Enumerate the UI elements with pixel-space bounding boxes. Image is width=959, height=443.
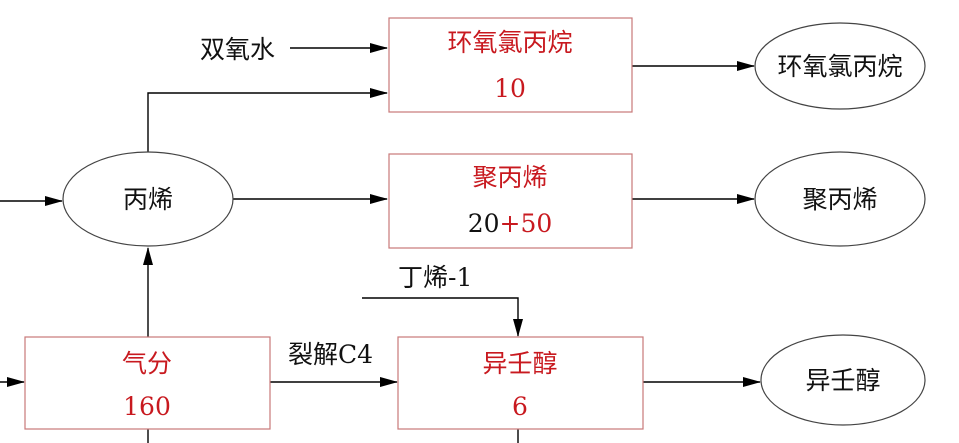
arrow-propylene-to-epoxy	[147, 88, 388, 155]
box-epoxy: 环氧氯丙烷 10	[388, 17, 633, 113]
stream-label-h2o2: 双氧水	[200, 35, 275, 64]
box-isononanol-capacity: 6	[512, 392, 528, 421]
stream-label-c4: 裂解C4	[288, 340, 373, 369]
box-isononanol: 异壬醇 6	[397, 336, 644, 430]
box-pp-capacity-base: 20	[468, 209, 500, 238]
node-isononanol-product: 异壬醇	[760, 334, 926, 426]
arrow-butene-to-isononanol	[362, 297, 523, 337]
connectors	[0, 43, 761, 443]
box-gas-separation: 气分 160	[24, 336, 271, 430]
box-epoxy-name: 环氧氯丙烷	[447, 28, 572, 57]
node-pp-product: 聚丙烯	[754, 151, 926, 247]
box-pp-capacity: 20+50	[468, 209, 553, 238]
node-epoxy-product: 环氧氯丙烷	[754, 22, 926, 110]
box-pp-name: 聚丙烯	[472, 163, 547, 192]
node-pp-product-label: 聚丙烯	[802, 185, 877, 214]
node-propylene: 丙烯	[62, 151, 234, 247]
node-propylene-label: 丙烯	[123, 185, 173, 214]
box-isononanol-name: 异壬醇	[482, 349, 557, 378]
box-epoxy-capacity: 10	[494, 74, 526, 103]
node-epoxy-product-label: 环氧氯丙烷	[777, 52, 902, 81]
box-pp-capacity-add: +50	[500, 209, 553, 238]
box-pp: 聚丙烯 20+50	[388, 153, 633, 249]
box-gas-sep-name: 气分	[122, 349, 172, 378]
stream-label-butene: 丁烯-1	[398, 263, 472, 292]
box-gas-sep-capacity: 160	[123, 392, 171, 421]
node-isononanol-product-label: 异壬醇	[805, 366, 880, 395]
